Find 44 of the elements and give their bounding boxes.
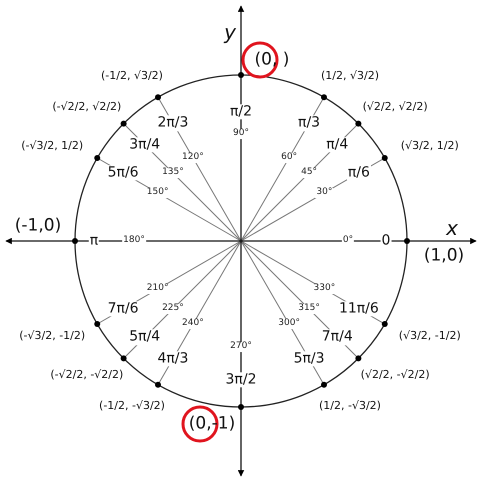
coordinate-label: (√2/2, -√2/2) [360,369,430,382]
radian-label: 3π/2 [224,372,258,388]
degree-label: 135° [161,168,185,178]
degree-label: 210° [146,284,170,294]
axis-label: y [224,21,236,43]
radian-label: 4π/3 [156,351,190,367]
degree-label: 225° [161,304,185,314]
degree-label: 270° [229,342,253,352]
degree-label: 315° [297,304,321,314]
degree-label: 300° [277,319,301,330]
radian-label: 2π/3 [156,115,190,131]
coordinate-label: (-√2/2, -√2/2) [50,369,124,382]
degree-label: 60° [280,152,298,163]
coordinate-label: (-1,0) [14,216,62,236]
coordinate-label: (1/2, -√3/2) [319,399,381,412]
radian-label: 7π/6 [106,301,140,317]
radian-label: π/6 [346,165,371,181]
radian-label: π/3 [297,115,322,131]
radian-label: π/4 [325,137,350,152]
coordinate-label: (√2/2, √2/2) [362,100,428,113]
degree-label: 90° [232,129,250,139]
coordinate-label: (-√3/2, 1/2) [21,140,84,152]
coordinate-label: (√3/2, -1/2) [398,330,461,342]
degree-label: 150° [146,188,170,198]
radian-label: 5π/6 [106,165,140,181]
coordinate-label: (√3/2, 1/2) [400,140,459,152]
coordinate-label: (-√3/2, -1/2) [19,330,86,342]
radian-label: 5π/3 [292,351,326,367]
radian-label: 7π/4 [320,330,354,345]
radian-label: 11π/6 [338,301,380,317]
radian-label: π/2 [228,104,254,120]
degree-label: 120° [181,152,205,163]
degree-label: 240° [181,319,205,330]
coordinate-label: (1/2, √3/2) [321,70,379,82]
radian-label: 3π/4 [128,137,162,152]
degree-label: 330° [312,284,336,294]
coordinate-label: (-1/2, √3/2) [101,70,163,82]
coordinate-label: (1,0) [424,246,464,266]
coordinate-label: (-√2/2, √2/2) [52,100,122,113]
degree-label: 30° [315,188,334,198]
radian-label: 5π/4 [128,330,162,345]
degree-label: 45° [300,168,318,178]
axis-label: x [446,217,458,239]
coordinate-label: (-1/2, -√3/2) [99,399,165,412]
